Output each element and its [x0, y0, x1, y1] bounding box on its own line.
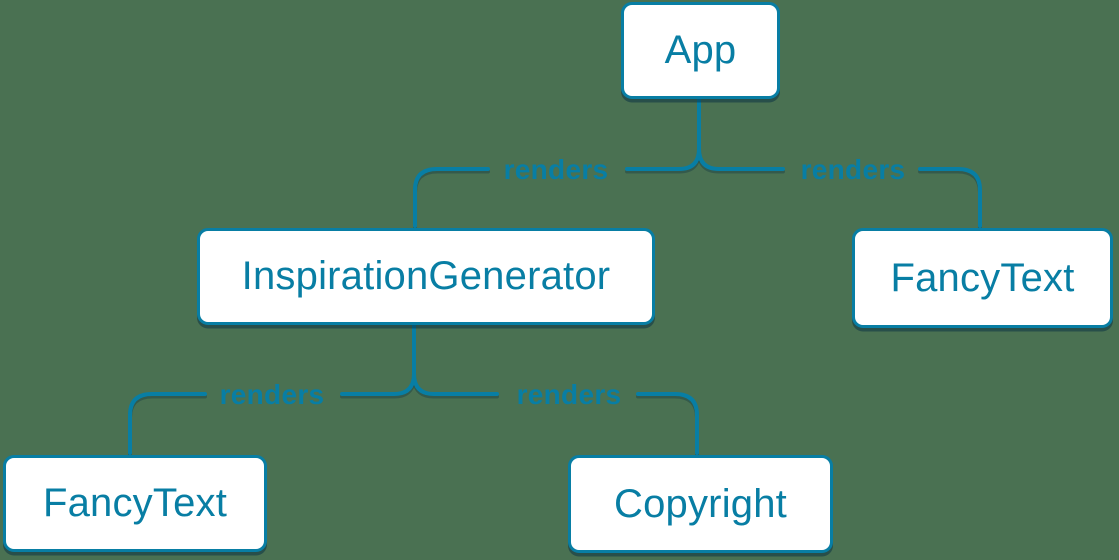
edge-line: [918, 167, 982, 228]
edge-label-renders: renders: [503, 154, 609, 185]
node-copyright: Copyright: [568, 455, 833, 553]
edge-line: [412, 324, 499, 396]
edge-line: [636, 392, 699, 455]
node-label: FancyText: [42, 481, 228, 525]
edge-label-renders: renders: [800, 154, 906, 185]
edge-line: [413, 167, 490, 228]
edge-line: [697, 97, 785, 171]
edge-label-renders: renders: [516, 379, 622, 410]
node-app: App: [621, 2, 780, 99]
edge-line: [625, 97, 701, 171]
node-label: Copyright: [614, 481, 787, 526]
node-fancy-text-top: FancyText: [852, 228, 1113, 328]
edge-label-renders: renders: [219, 379, 325, 410]
edge-line: [128, 392, 207, 455]
edge-line: [340, 324, 416, 396]
edge-app-to-fancytext: [697, 97, 982, 228]
node-fancy-text-bottom: FancyText: [3, 455, 267, 552]
node-inspiration-generator: InspirationGenerator: [197, 228, 655, 325]
node-label: FancyText: [890, 255, 1075, 300]
node-label: App: [664, 28, 737, 72]
node-label: InspirationGenerator: [241, 254, 611, 298]
edge-inspirationgenerator-to-copyright: [412, 324, 699, 455]
